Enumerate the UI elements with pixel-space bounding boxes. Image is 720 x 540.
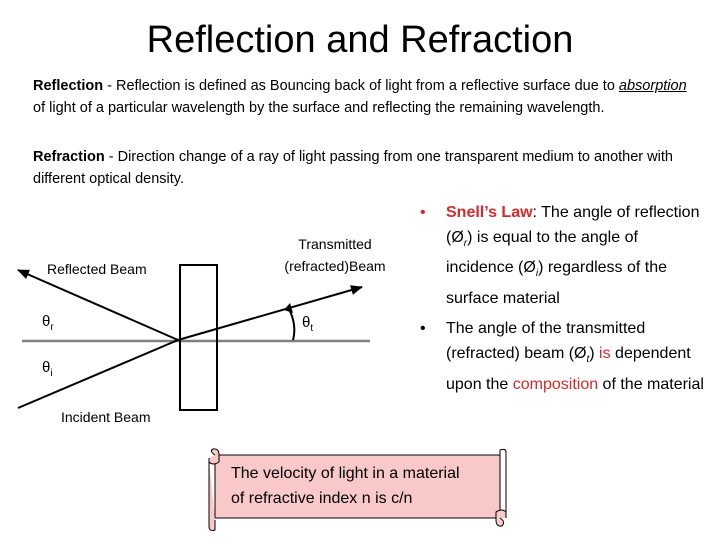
transmitted-sub-t: t xyxy=(586,354,590,366)
incident-beam-label: Incident Beam xyxy=(61,409,151,425)
refraction-term: Refraction xyxy=(33,149,105,165)
snells-law-sub-i: i xyxy=(535,268,539,280)
laws-list: • Snell’s Law: The angle of reflection (… xyxy=(418,201,708,403)
transmitted-beam xyxy=(177,285,363,341)
transmitted-angle-bullet: • The angle of the transmitted (refracte… xyxy=(418,317,708,397)
bullet-marker: • xyxy=(420,320,426,338)
theta-i-symbol: θ xyxy=(42,359,50,376)
reflection-definition: Reflection - Reflection is defined as Bo… xyxy=(33,75,688,119)
scroll-right-edge xyxy=(499,448,507,512)
transmitted-text-1: The angle of the transmitted (refracted)… xyxy=(446,320,646,362)
snells-law-lead: Snell’s Law xyxy=(446,204,533,221)
bullet-marker-red: • xyxy=(420,204,426,221)
theta-t-arc-arrowhead xyxy=(284,303,293,313)
theta-r-label: θr xyxy=(42,313,54,333)
refraction-text: - Direction change of a ray of light pas… xyxy=(33,149,673,187)
theta-r-symbol: θ xyxy=(42,313,50,330)
theta-t-arc xyxy=(288,308,296,341)
theta-i-subscript: i xyxy=(50,368,52,379)
callout-line-1: The velocity of light in a material xyxy=(231,465,460,482)
scroll-left-edge xyxy=(208,460,216,531)
slide-title: Reflection and Refraction xyxy=(146,19,574,61)
transmitted-text-3: dependent upon the xyxy=(446,344,691,393)
theta-t-symbol: θ xyxy=(302,314,310,331)
refraction-definition: Refraction - Direction change of a ray o… xyxy=(33,146,688,190)
incident-beam-label-text: Incident Beam xyxy=(61,409,151,425)
transmitted-text-4: of the material xyxy=(598,375,704,393)
transmitted-red-composition: composition xyxy=(512,375,599,393)
transmitted-label-line-1: Transmitted xyxy=(298,236,371,252)
callout-text: The velocity of light in a material of r… xyxy=(231,461,501,511)
scroll-bottom-roll xyxy=(495,509,507,527)
reflection-term: Reflection xyxy=(33,78,104,94)
transmitted-text-2: ) xyxy=(589,344,600,362)
theta-t-subscript: t xyxy=(310,323,313,334)
reflected-beam-label: Reflected Beam xyxy=(47,261,147,277)
transmitted-label-line-2: (refracted)Beam xyxy=(284,258,385,274)
snells-law-bullet: • Snell’s Law: The angle of reflection (… xyxy=(418,201,708,311)
reflection-text-1: - Reflection is defined as Bouncing back… xyxy=(103,78,619,94)
scroll-top-roll xyxy=(208,448,220,465)
glass-slab xyxy=(179,264,218,411)
theta-i-label: θi xyxy=(42,359,53,379)
reflection-text-2: of light of a particular wavelength by t… xyxy=(33,100,605,116)
reflection-emphasis: absorption xyxy=(618,78,687,94)
snells-law-text-3: ) regardless of the surface material xyxy=(446,259,668,307)
callout-scroll xyxy=(208,448,507,531)
reflected-beam xyxy=(17,269,179,341)
snells-law-sub-r: r xyxy=(463,237,468,249)
transmitted-red-is: is xyxy=(599,344,611,362)
incident-beam xyxy=(17,339,179,409)
theta-t-label: θt xyxy=(302,314,313,334)
callout-line-2: of refractive index n is c/n xyxy=(231,490,413,507)
theta-r-subscript: r xyxy=(50,322,54,333)
snells-law-text-1: : The angle of reflection (Ø xyxy=(446,204,700,246)
reflection-refraction-diagram: Reflected Beam Transmitted (refracted)Be… xyxy=(17,236,386,425)
snells-law-text-2: ) is equal to the angle of incidence (Ø xyxy=(446,228,638,277)
